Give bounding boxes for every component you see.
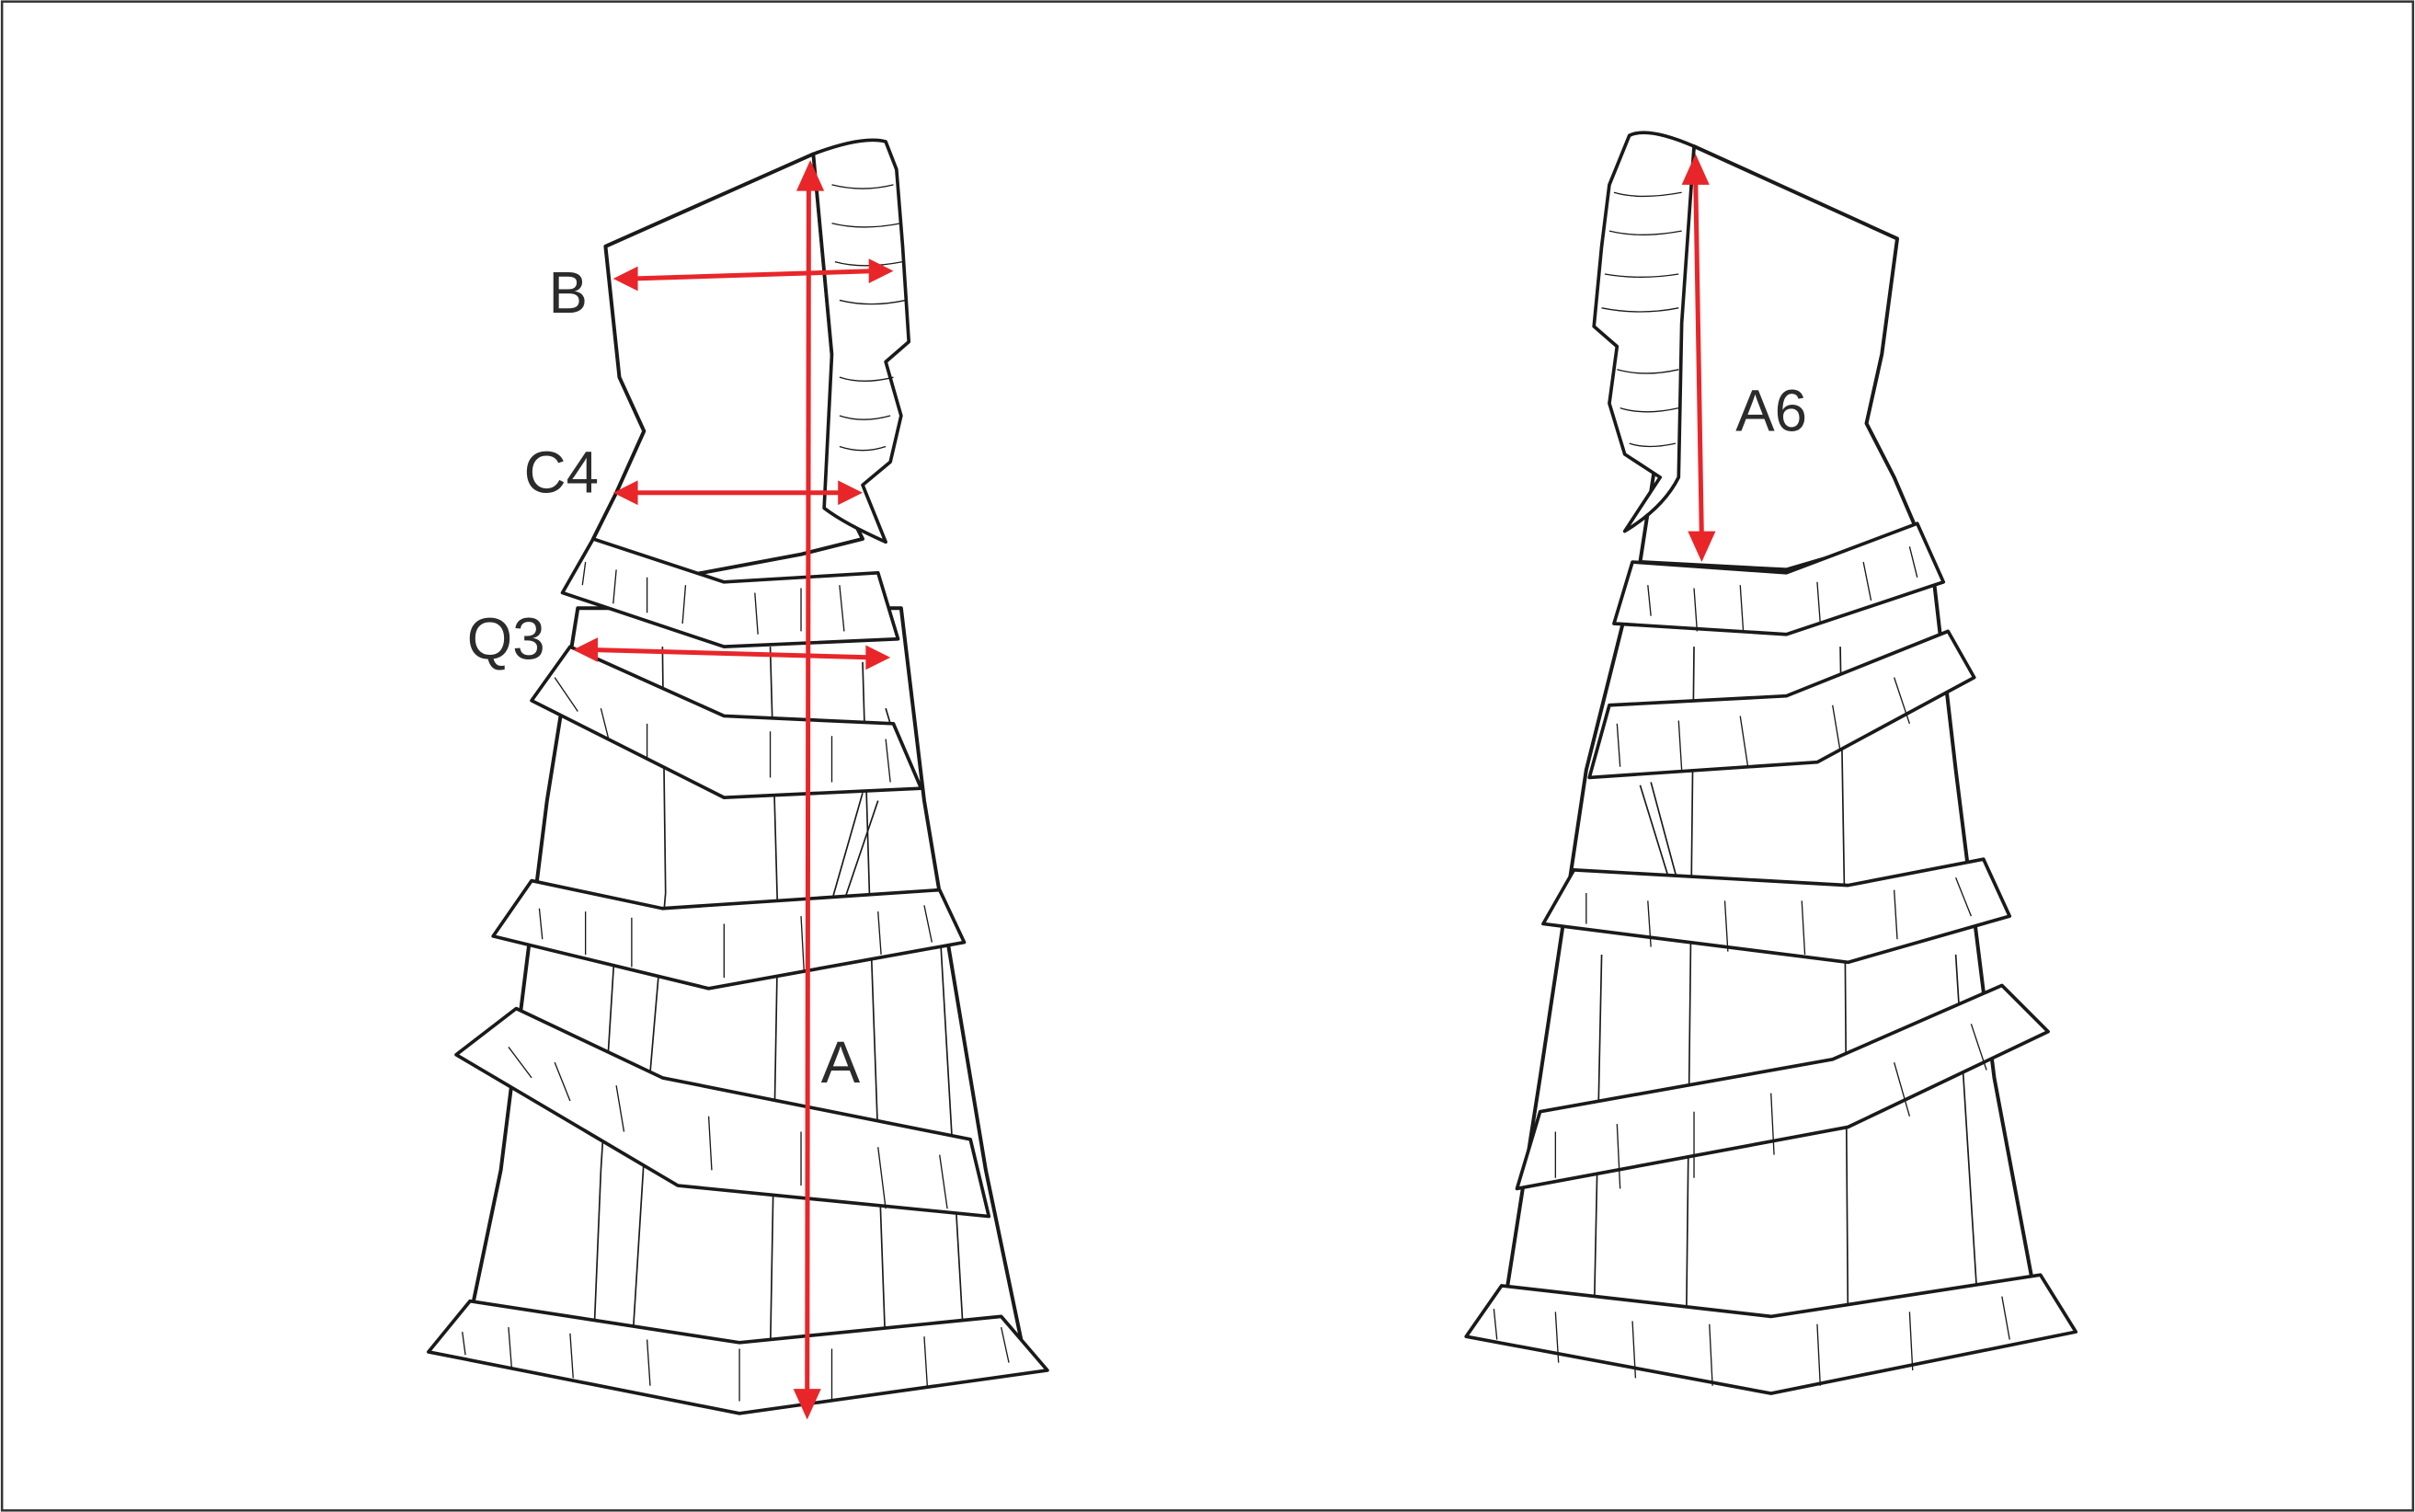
label-C4: C4 [524,441,599,506]
front-pocket [830,707,891,901]
label-Q3: Q3 [467,607,545,672]
front-measure-A: A [793,160,861,1420]
front-measure-Q3: Q3 [467,607,891,672]
front-tier-3 [491,878,967,991]
label-B: B [548,260,587,326]
front-tier-5 [427,1299,1049,1415]
back-tier-1 [1612,521,1946,636]
label-A: A [821,1030,861,1095]
back-tier-5 [1464,1273,2078,1395]
label-A6: A6 [1735,379,1807,444]
back-tier-3 [1541,857,2012,965]
front-tier-4 [454,1006,991,1219]
back-shoulder-ruffle [1592,131,1696,533]
back-tier-2 [1587,629,1976,780]
back-measure-A6: A6 [1681,154,1807,563]
front-dress: B C4 Q3 A [427,138,1049,1420]
back-tier-4 [1515,983,2050,1191]
front-shoulder-ruffle [811,138,911,544]
front-tier-2 [530,645,923,800]
front-measure-C4: C4 [524,441,863,506]
front-tier-1 [560,537,900,648]
front-measure-B: B [548,258,894,326]
back-dress: A6 [1464,131,2078,1395]
